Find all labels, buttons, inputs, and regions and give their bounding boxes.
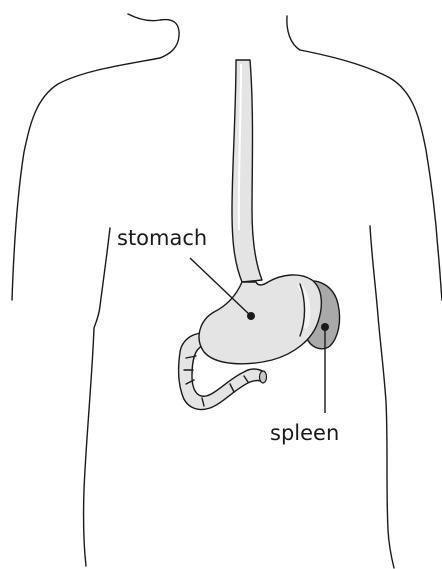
neck-right-line (287, 16, 300, 50)
right-shoulder-arm-line (300, 50, 438, 250)
right-torso-line (370, 226, 394, 568)
spleen-pointer-dot (321, 323, 329, 331)
duodenum-end (260, 371, 267, 383)
spleen-label: spleen (270, 421, 339, 445)
left-shoulder-arm-line (12, 58, 160, 300)
stomach-label: stomach (117, 226, 207, 250)
esophagus-tube (232, 60, 262, 282)
right-arm-edge-line (438, 250, 442, 300)
esophagus (232, 60, 262, 282)
stomach-pointer-dot (247, 312, 255, 320)
body-outline (12, 14, 442, 568)
neck-left-line (128, 14, 179, 58)
stomach (199, 275, 321, 364)
left-torso-line (84, 228, 110, 566)
